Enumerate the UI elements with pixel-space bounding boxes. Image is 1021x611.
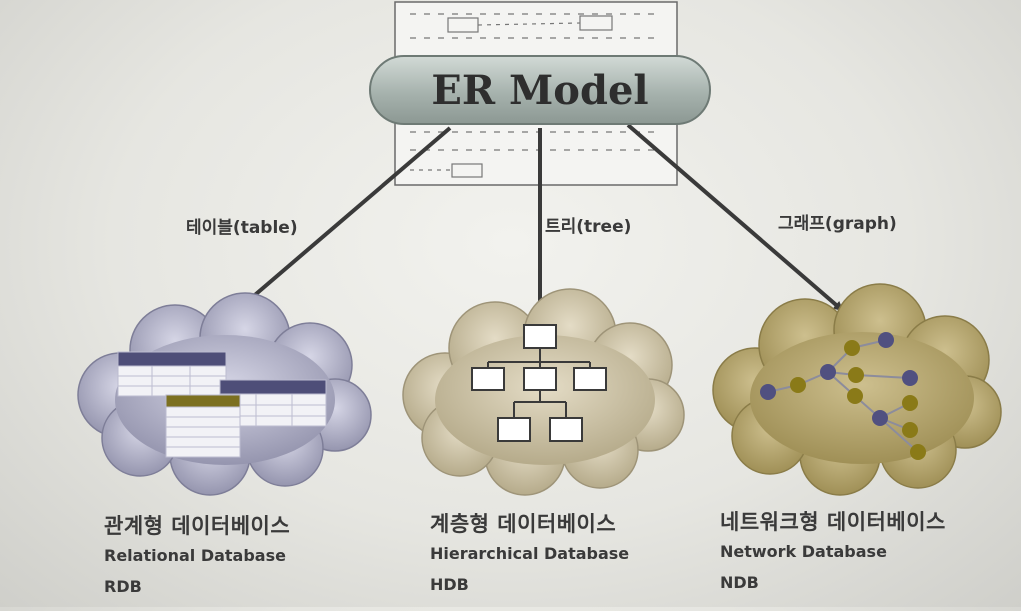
ndb-abbreviation: NDB: [720, 573, 759, 592]
rdb-caption: 관계형 데이터베이스 Relational Database RDB: [104, 510, 290, 596]
arrow-to-rdb: [226, 126, 452, 320]
rdb-korean-name: 관계형 데이터베이스: [104, 514, 291, 538]
arrow-to-ndb: [626, 123, 844, 312]
hdb-caption: 계층형 데이터베이스 Hierarchical Database HDB: [430, 508, 629, 594]
ndb-korean-name: 네트워크형 데이터베이스: [720, 510, 946, 534]
ndb-english-name: Network Database: [720, 542, 887, 561]
rdb-english-name: Relational Database: [104, 546, 286, 565]
edge-label-graph: 그래프(graph): [778, 214, 897, 234]
ndb-caption: 네트워크형 데이터베이스 Network Database NDB: [720, 506, 946, 592]
hierarchical-db-cloud: [402, 288, 685, 496]
network-db-cloud: [712, 283, 1002, 496]
edge-label-table: 테이블(table): [186, 218, 298, 238]
tree-icon: [471, 324, 607, 442]
graph-icon: [760, 332, 926, 460]
relational-db-cloud: [77, 292, 372, 496]
hdb-abbreviation: HDB: [430, 575, 469, 594]
er-model-title: ER Model: [431, 67, 648, 114]
table-icons: [117, 351, 327, 458]
edge-label-tree: 트리(tree): [545, 217, 632, 237]
er-model-node: ER Model: [369, 55, 711, 125]
rdb-abbreviation: RDB: [104, 577, 142, 596]
arrows: [226, 123, 844, 320]
hdb-english-name: Hierarchical Database: [430, 544, 630, 563]
hdb-korean-name: 계층형 데이터베이스: [430, 512, 617, 536]
